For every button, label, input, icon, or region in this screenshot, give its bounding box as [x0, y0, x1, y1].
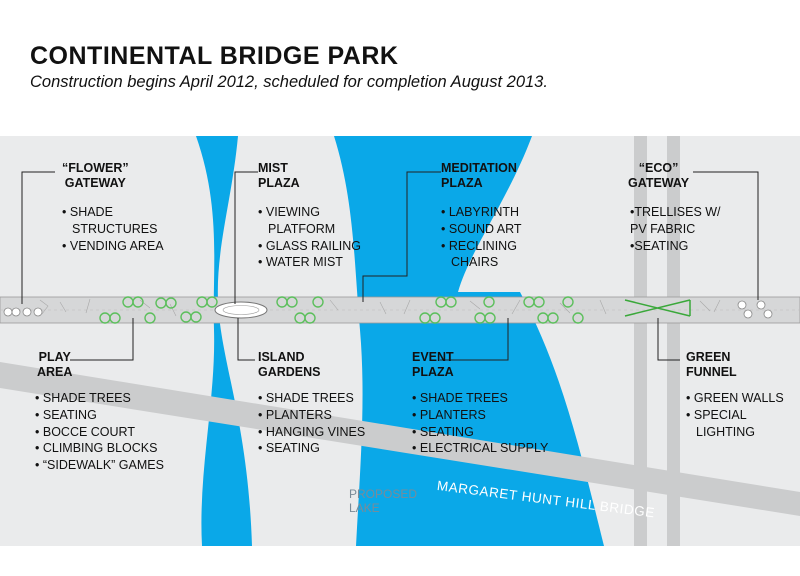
eco-gateway-heading: “ECO” GATEWAY — [628, 161, 690, 190]
highway-lane-b — [667, 136, 680, 546]
list-item: VENDING AREA — [62, 238, 192, 255]
list-item: PLANTERS — [258, 407, 373, 424]
deck-pattern — [39, 298, 721, 317]
list-item: CLIMBING BLOCKS — [35, 440, 195, 457]
eco-gateway-list: TRELLISES W/ PV FABRIC SEATING — [630, 204, 735, 254]
play-area-heading: PLAY AREA — [37, 350, 73, 379]
island-gardens-list: SHADE TREES PLANTERS HANGING VINES SEATI… — [258, 390, 373, 457]
mist-plaza-oval — [214, 301, 268, 319]
island-gardens-heading: ISLAND GARDENS — [258, 350, 321, 379]
meditation-plaza-list: LABYRINTH SOUND ART RECLINING CHAIRS — [441, 204, 551, 271]
river-channel-west — [196, 136, 252, 546]
green-funnel-heading: GREEN FUNNEL — [686, 350, 737, 379]
list-item: SEATING — [412, 424, 587, 441]
list-item: GLASS RAILING — [258, 238, 383, 255]
green-funnel-list: GREEN WALLS SPECIAL LIGHTING — [686, 390, 786, 440]
margaret-hunt-hill-bridge — [0, 362, 800, 516]
mist-plaza-heading: MIST PLAZA — [258, 161, 300, 190]
callout-lines — [21, 171, 759, 361]
event-plaza-heading: EVENT PLAZA — [412, 350, 454, 379]
list-item: VIEWING PLATFORM — [258, 204, 383, 238]
list-item: SOUND ART — [441, 221, 551, 238]
list-item: SPECIAL LIGHTING — [686, 407, 786, 441]
list-item: WATER MIST — [258, 254, 383, 271]
list-item: “SIDEWALK” GAMES — [35, 457, 195, 474]
list-item: LABYRINTH — [441, 204, 551, 221]
list-item: TRELLISES W/ PV FABRIC — [630, 204, 735, 238]
page-subtitle: Construction begins April 2012, schedule… — [30, 73, 548, 91]
event-plaza-list: SHADE TREES PLANTERS SEATING ELECTRICAL … — [412, 390, 587, 457]
list-item: HANGING VINES — [258, 424, 373, 441]
flower-gateway-list: SHADE STRUCTURES VENDING AREA — [62, 204, 192, 254]
list-item: SHADE TREES — [258, 390, 373, 407]
highway-lane-a — [634, 136, 647, 546]
flower-gateway-heading: “FLOWER” GATEWAY — [62, 161, 129, 190]
meditation-plaza-heading: MEDITATION PLAZA — [441, 161, 517, 190]
list-item: RECLINING CHAIRS — [441, 238, 551, 272]
list-item: SHADE STRUCTURES — [62, 204, 192, 238]
green-funnel-shape — [624, 299, 691, 317]
list-item: SEATING — [35, 407, 195, 424]
shade-trees — [99, 296, 584, 324]
page-title: CONTINENTAL BRIDGE PARK — [30, 42, 399, 70]
list-item: PLANTERS — [412, 407, 587, 424]
list-item: GREEN WALLS — [686, 390, 786, 407]
mist-plaza-list: VIEWING PLATFORM GLASS RAILING WATER MIS… — [258, 204, 383, 271]
list-item: SHADE TREES — [35, 390, 195, 407]
list-item: SHADE TREES — [412, 390, 587, 407]
list-item: SEATING — [630, 238, 735, 255]
flower-gateway-shapes — [3, 307, 43, 317]
eco-gateway-shapes — [737, 300, 773, 319]
list-item: ELECTRICAL SUPPLY — [412, 440, 587, 457]
play-area-list: SHADE TREES SEATING BOCCE COURT CLIMBING… — [35, 390, 195, 474]
proposed-lake-label: PROPOSED LAKE — [349, 487, 418, 515]
list-item: SEATING — [258, 440, 373, 457]
list-item: BOCCE COURT — [35, 424, 195, 441]
